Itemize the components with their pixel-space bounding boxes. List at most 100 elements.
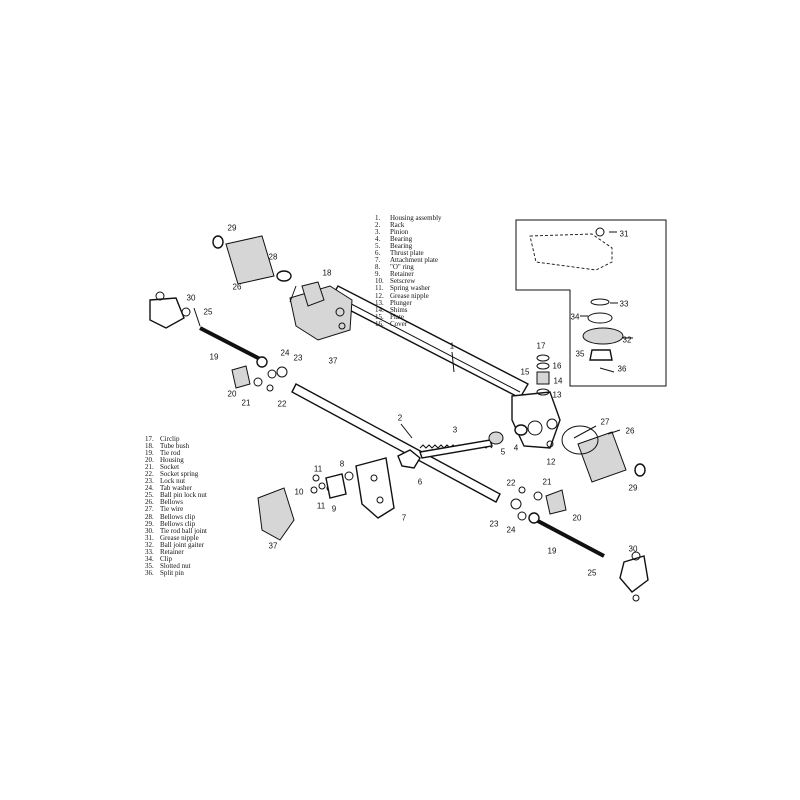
legend-number: 4. [375, 235, 381, 244]
callout-26-right: 26 [625, 426, 635, 436]
legend-row: 3.Pinion [375, 229, 442, 236]
legend-row: 27.Tie wire [145, 506, 207, 513]
plunger-stack-drawing [536, 354, 554, 448]
legend-row: 14. Shims [375, 305, 442, 314]
callout-19-right: 19 [547, 546, 557, 556]
legend-row: 16.Cover [375, 320, 442, 328]
legend-text: Spring washer [390, 284, 431, 293]
callout-10: 10 [294, 487, 304, 497]
legend-row: 7.Attachment plate [375, 257, 442, 264]
callout-4: 4 [513, 443, 519, 453]
legend-text: Setscrew [390, 277, 416, 286]
legend-text: Ball joint gaiter [160, 540, 204, 549]
legend-number: 7. [375, 256, 381, 265]
inset-ball-joint [515, 219, 667, 387]
legend-number: 32. [145, 540, 154, 549]
legend-number: 11. [375, 284, 384, 293]
callout-30: 30 [186, 293, 196, 303]
legend-number: 29. [145, 519, 154, 528]
callout-1: 1 [449, 341, 455, 351]
legend-number: 12. [375, 291, 384, 300]
legend-number: 30. [145, 526, 154, 535]
callout-37: 37 [328, 356, 338, 366]
callout-21: 21 [241, 398, 251, 408]
legend-number: 18. [145, 442, 154, 451]
callout-34: 34 [570, 312, 580, 322]
callout-24: 24 [280, 348, 290, 358]
legend-row: 35. Slotted nut [145, 561, 207, 570]
callout-3: 3 [452, 425, 458, 435]
legend-text: Grease nipple [160, 533, 199, 542]
legend-row: 21.Socket [145, 464, 207, 471]
tie-rod-left-drawing [149, 291, 288, 392]
legend-row: 15.Plate [375, 313, 442, 321]
legend-row: 5.Bearing [375, 243, 442, 250]
callout-27: 27 [600, 417, 610, 427]
legend-text: Clip [160, 554, 173, 563]
callout-20: 20 [227, 389, 237, 399]
legend-row: 19.Tie rod [145, 450, 207, 457]
legend-text: Socket [160, 463, 180, 472]
callout-8: 8 [339, 459, 345, 469]
legend-row: 34. Clip [145, 554, 207, 563]
callout-24-right: 24 [506, 525, 516, 535]
legend-number: 34. [145, 554, 154, 563]
legend-text: Bearing [390, 242, 413, 251]
legend-text: Rack [390, 221, 405, 230]
legend-text: Shims [390, 305, 408, 314]
callout-23: 23 [293, 353, 303, 363]
callout-20-right: 20 [572, 513, 582, 523]
legend-row: 28. Bellows clip [145, 512, 207, 521]
callout-23-right: 23 [489, 519, 499, 529]
legend-text: Tab washer [160, 484, 192, 493]
legend-row: 11. Spring washer [375, 285, 442, 292]
legend-text: Split pin [160, 568, 184, 577]
leader-lines [193, 231, 633, 439]
legend-number: 2. [375, 221, 381, 230]
legend-number: 28. [145, 512, 154, 521]
legend-text: Plunger [390, 298, 412, 307]
callout-33: 33 [619, 299, 629, 309]
callout-29: 29 [227, 223, 237, 233]
bellows-right-drawing [561, 425, 646, 483]
legend-text: Circlip [160, 435, 180, 443]
legend-number: 23. [145, 477, 154, 486]
legend-number: 6. [375, 249, 381, 258]
legend-row: 1.Housing assembly [375, 214, 442, 222]
legend-number: 36. [145, 568, 154, 577]
callout-11-lower: 11 [316, 501, 326, 511]
callout-18: 18 [322, 268, 332, 278]
callout-19: 19 [209, 352, 219, 362]
legend-text: Bearing [390, 235, 413, 244]
legend-number: 20. [145, 456, 154, 465]
callout-7: 7 [401, 513, 407, 523]
legend-text: Bellows [160, 498, 183, 507]
legend-number: 14. [375, 305, 384, 314]
legend-text: Bellows clip [160, 512, 196, 521]
callout-14: 14 [553, 376, 563, 386]
callout-30-right: 30 [628, 544, 638, 554]
legend-row: 18.Tube bush [145, 442, 207, 451]
legend-number: 35. [145, 561, 154, 570]
legend-text: Grease nipple [390, 291, 429, 300]
housing-assembly-drawing [289, 285, 561, 449]
callout-17: 17 [536, 341, 546, 351]
legend-text: Thrust plate [390, 249, 424, 258]
callout-26: 26 [232, 282, 242, 292]
attachment-plate-drawing [355, 449, 421, 519]
legend-row: 36. Split pin [145, 568, 207, 577]
legend-row: 9.Retainer [375, 271, 442, 278]
legend-row: 31.Grease nipple [145, 533, 207, 542]
legend-row: 30.Tie rod ball joint [145, 526, 207, 535]
legend-row: 23.Lock nut [145, 478, 207, 485]
legend-text: Slotted nut [160, 561, 191, 570]
callout-25: 25 [203, 307, 213, 317]
legend-text: Retainer [390, 270, 414, 279]
legend-text: Ball pin lock nut [160, 491, 207, 500]
legend-number: 26. [145, 498, 154, 507]
legend-row: 29.Bellows clip [145, 519, 207, 528]
legend-row: 10.Setscrew [375, 278, 442, 285]
